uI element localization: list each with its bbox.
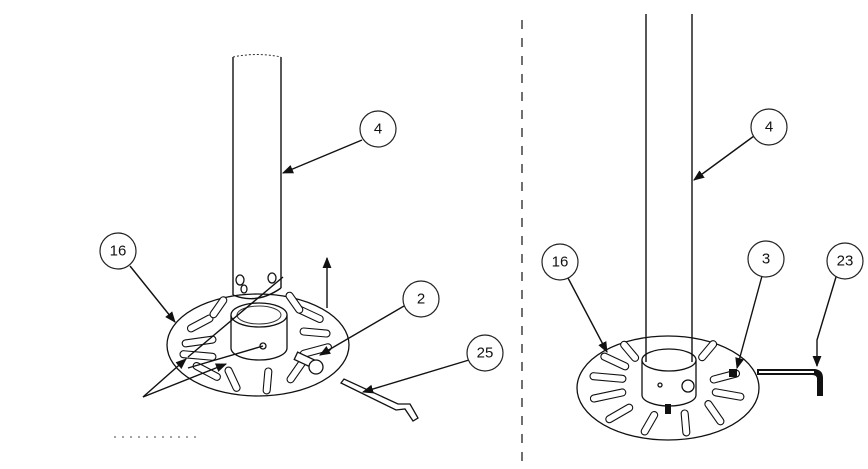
- left-pointer-line-2: [142, 363, 228, 398]
- left-callout-4-label: 4: [374, 121, 382, 138]
- right-callout-16-label: 16: [552, 254, 569, 271]
- left-collar: [230, 302, 288, 361]
- left-view: 4 16 2 25: [99, 54, 504, 438]
- left-callout-25: 25: [361, 334, 504, 394]
- right-callout-4: 4: [693, 108, 788, 181]
- left-callout-16: 16: [99, 232, 176, 323]
- left-assembly-line-2: [187, 345, 264, 369]
- right-callout-3: 3: [735, 240, 785, 370]
- left-assembly-line-1: [187, 276, 284, 358]
- right-callout-3-label: 3: [762, 251, 770, 268]
- right-callout-23: 23: [812, 242, 864, 368]
- right-tube: [645, 14, 693, 362]
- left-tube: [232, 54, 282, 300]
- left-allen-key: [340, 378, 419, 422]
- left-set-screw: [293, 351, 324, 375]
- right-callout-16: 16: [541, 243, 608, 353]
- right-view: 4 16 3 23: [541, 14, 864, 441]
- left-callout-25-label: 25: [477, 345, 494, 362]
- left-callout-4: 4: [281, 110, 397, 174]
- right-collar: [641, 348, 697, 414]
- right-callout-4-label: 4: [765, 119, 773, 136]
- left-callout-2-label: 2: [417, 291, 425, 308]
- right-set-screw: [729, 369, 737, 377]
- left-callout-2: 2: [319, 280, 440, 356]
- right-callout-23-label: 23: [837, 253, 854, 270]
- right-allen-key: [757, 369, 823, 396]
- left-callout-16-label: 16: [110, 243, 127, 260]
- left-pointer-line-1: [142, 358, 187, 398]
